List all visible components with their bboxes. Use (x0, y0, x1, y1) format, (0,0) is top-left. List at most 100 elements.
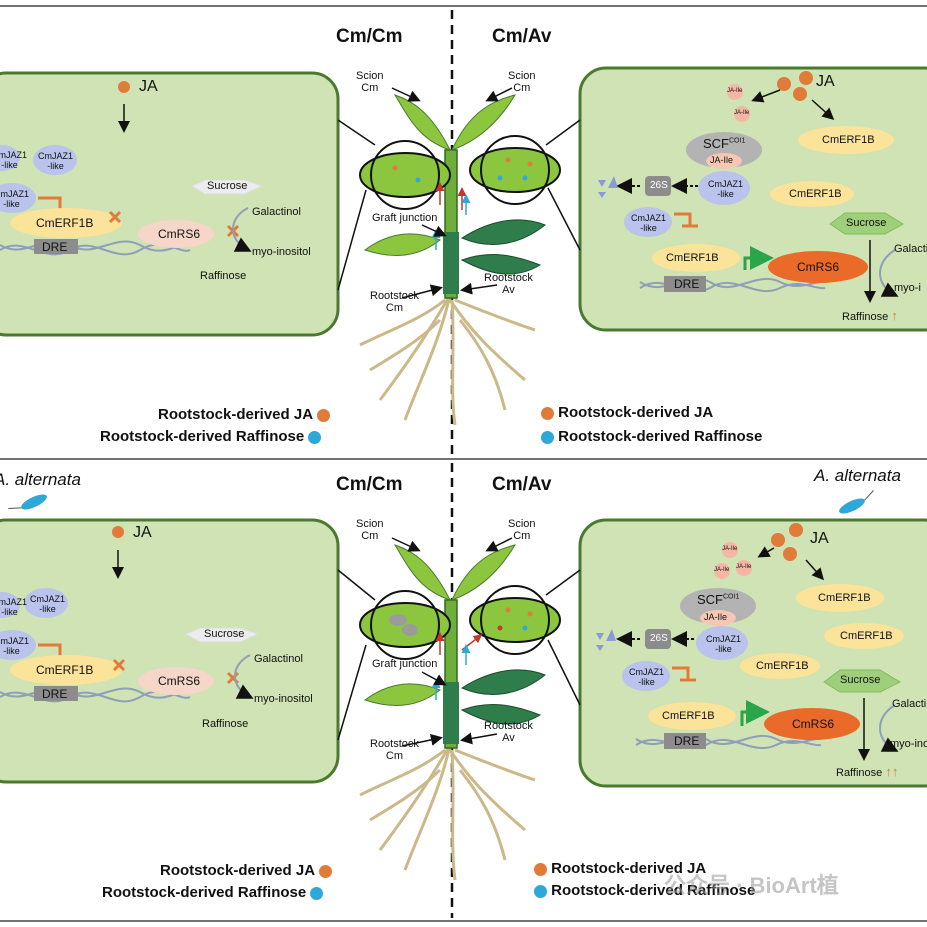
top-right-proteasome (645, 176, 671, 196)
bottom-legend-right-ja: Rootstock-derived JA (534, 860, 706, 877)
bottom-right-jaz-a-label: CmJAZ1 -like (706, 634, 742, 654)
bottom-scion-label-right: Scion Cm (508, 518, 536, 542)
bottom-right-galactinol-label: Galacti (892, 698, 927, 710)
top-left-erf-label: CmERF1B (36, 216, 94, 230)
bottom-left-jaz-b-label: CmJAZ1 -like (0, 636, 30, 656)
bottom-left-dre-label: DRE (42, 687, 68, 701)
bottom-legend-right-raffinose: Rootstock-derived Raffinose (534, 882, 755, 899)
bottom-scion-label-left: Scion Cm (356, 518, 384, 542)
ja-dot-icon (541, 406, 554, 420)
bottom-right-26s-label: 26S (650, 633, 668, 644)
bottom-rootstock-label-left: Rootstock Cm (370, 738, 419, 762)
top-left-rs6 (138, 220, 214, 248)
top-legend-left-raffinose: Rootstock-derived Raffinose (100, 428, 322, 445)
bottom-legend-left-raffinose: Rootstock-derived Raffinose (102, 884, 324, 901)
top-left-dre-box (34, 239, 78, 254)
top-right-erf-b (770, 181, 854, 207)
top-left-header: Cm/Cm (336, 26, 403, 47)
top-scion-label-right: Scion Cm (508, 70, 536, 94)
bottom-left-rs6-label: CmRS6 (158, 674, 201, 688)
bottom-left-myo-label: myo-inositol (254, 693, 313, 705)
raffinose-dot-icon (541, 430, 554, 444)
top-left-jaz-a (33, 145, 77, 175)
bottom-roots (359, 744, 536, 881)
top-left-rs6-label: CmRS6 (158, 227, 201, 241)
top-leaves (359, 94, 561, 275)
top-roots (359, 294, 536, 426)
top-left-erf (10, 208, 122, 238)
ja-dot-icon (316, 408, 330, 422)
bottom-pathogen-label-left: A. alternata (0, 470, 81, 489)
bottom-left-spore (8, 494, 47, 510)
top-legend-right-raffinose: Rootstock-derived Raffinose (541, 428, 762, 445)
top-right-fragments (598, 176, 618, 198)
top-rootstock-stem (443, 232, 459, 294)
bottom-rootstock-label-right: Rootstock Av (484, 720, 533, 744)
top-right-ja-ile-a: JA-Ile (727, 88, 743, 94)
top-left-myo-label: myo-inositol (252, 246, 311, 258)
bottom-right-erf-c-label: CmERF1B (756, 660, 809, 672)
bottom-left-jaz-partial-label: CmJAZ1 -like (0, 597, 28, 617)
top-right-erf-a-label: CmERF1B (822, 134, 875, 146)
ja-dot-icon (318, 864, 332, 878)
bottom-left-erf-label: CmERF1B (36, 663, 94, 677)
top-left-ja-dot (118, 81, 130, 93)
bottom-left-sucrose-label: Sucrose (204, 628, 245, 640)
top-right-rs6 (768, 251, 868, 283)
top-right-jaz-a (698, 171, 750, 205)
bottom-right-rs6-label: CmRS6 (792, 717, 835, 731)
top-legend-right-ja: Rootstock-derived JA (541, 404, 713, 421)
bottom-right-scf-label: SCFCOI1 (697, 592, 740, 607)
bottom-right-sucrose-label: Sucrose (840, 674, 881, 686)
bottom-left-cell (0, 518, 340, 784)
bottom-left-galactinol-label: Galactinol (254, 653, 303, 665)
top-right-header: Cm/Av (492, 26, 552, 47)
top-rootstock-label-left: Rootstock Cm (370, 290, 419, 314)
bottom-leaves (359, 544, 561, 725)
bottom-right-header: Cm/Av (492, 474, 552, 495)
bottom-left-raffinose-label: Raffinose (202, 718, 249, 730)
bottom-right-jaz-b-label: CmJAZ1 -like (629, 667, 665, 687)
top-leaf-dots (392, 157, 533, 183)
top-left-sucrose-label: Sucrose (207, 180, 248, 192)
top-left-jaz-a-label: CmJAZ1 -like (38, 151, 74, 171)
top-right-raffinose-label: Raffinose ↑ (842, 308, 898, 323)
raffinose-dot-icon (534, 884, 547, 898)
top-right-jaz-b (624, 207, 672, 237)
bottom-right-ja-ile-a: JA-Ile (722, 546, 738, 552)
raffinose-dot-icon (310, 886, 324, 900)
top-left-x-mark-1 (108, 210, 122, 224)
bottom-left-jaz-a-label: CmJAZ1 -like (30, 594, 66, 614)
top-right-erf-dna-label: CmERF1B (666, 252, 719, 264)
top-right-sucrose-label: Sucrose (846, 217, 887, 229)
top-right-erf-dna (652, 244, 740, 272)
top-right-erf-b-label: CmERF1B (789, 188, 842, 200)
top-right-ja-ile-b: JA-Ile (734, 110, 750, 116)
top-left-jaz-b-label: CmJAZ1 -like (0, 189, 30, 209)
top-graft-junction-label: Graft junction (372, 212, 438, 224)
bottom-right-erf-b-label: CmERF1B (840, 630, 893, 642)
top-left-galactinol-label: Galactinol (252, 206, 301, 218)
top-right-dre-label: DRE (674, 277, 700, 291)
top-right-26s-label: 26S (650, 180, 668, 191)
bottom-right-erf-dna-label: CmERF1B (662, 710, 715, 722)
top-left-jaz-b (0, 183, 36, 213)
bottom-right-ja-label: JA (810, 530, 829, 547)
top-right-scf (686, 132, 762, 168)
top-right-rs6-label: CmRS6 (797, 260, 840, 274)
top-left-jaz-partial-label: CmJAZ1 -like (0, 150, 28, 170)
bottom-right-raffinose-label: Raffinose ↑↑ (836, 764, 899, 779)
top-right-ja-ile-c: JA-Ile (710, 155, 734, 165)
top-right-ja-label: JA (816, 73, 835, 90)
bottom-left-ja-label: JA (133, 524, 152, 541)
bottom-left-header: Cm/Cm (336, 474, 403, 495)
top-left-sucrose-star (190, 179, 264, 195)
bottom-right-erf-a-label: CmERF1B (818, 592, 871, 604)
bottom-right-ja-ile-e: JA-Ile (704, 612, 728, 622)
top-legend-left-ja: Rootstock-derived JA (158, 406, 330, 423)
top-scion-label-left: Scion Cm (356, 70, 384, 94)
top-right-sucrose-star (829, 212, 904, 235)
ja-dot-icon (534, 862, 547, 876)
top-right-jaz-b-label: CmJAZ1 -like (631, 213, 667, 233)
